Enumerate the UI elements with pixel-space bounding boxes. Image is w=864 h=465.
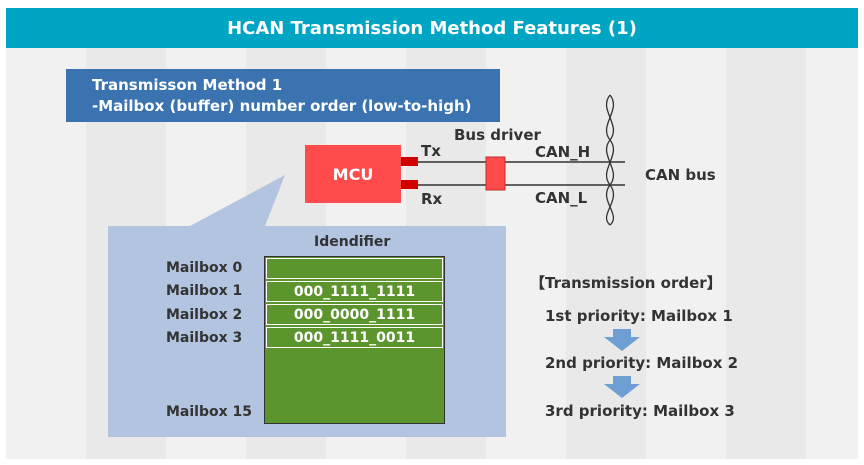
method-line-1: Transmisson Method 1 [92, 76, 283, 94]
can-bus-label: CAN bus [645, 166, 716, 184]
slide-title: HCAN Transmission Method Features (1) [6, 8, 858, 48]
can-h-label: CAN_H [535, 143, 591, 161]
down-arrow-icon [604, 376, 640, 398]
order-item: 1st priority: Mailbox 1 [545, 307, 733, 325]
mailbox-label: Mailbox 2 [166, 307, 243, 323]
identifier-cell: 000_0000_1111 [266, 304, 443, 325]
identifier-column [264, 256, 445, 424]
mailbox-label: Mailbox 3 [166, 330, 243, 346]
mcu-block: MCU [305, 145, 401, 203]
rx-label: Rx [421, 190, 443, 208]
identifier-header: Idendifier [314, 234, 391, 250]
can-l-label: CAN_L [535, 189, 588, 207]
mailbox-label: Mailbox 15 [166, 404, 253, 420]
order-title: 【Transmission order】 [530, 274, 722, 292]
identifier-cell: 000_1111_1111 [266, 281, 443, 302]
method-box: Transmisson Method 1 -Mailbox (buffer) n… [66, 69, 500, 122]
identifier-cell [266, 258, 443, 279]
order-item: 2nd priority: Mailbox 2 [545, 354, 739, 372]
tx-pin [401, 157, 418, 166]
tx-label: Tx [421, 142, 441, 160]
identifier-cell: 000_1111_0011 [266, 327, 443, 348]
down-arrow-icon [604, 329, 640, 351]
order-item: 3rd priority: Mailbox 3 [545, 402, 735, 420]
mailbox-label: Mailbox 1 [166, 283, 243, 299]
mailbox-label: Mailbox 0 [166, 260, 243, 276]
method-line-2: -Mailbox (buffer) number order (low-to-h… [92, 97, 472, 115]
rx-pin [401, 180, 418, 189]
bus-driver-label: Bus driver [454, 126, 541, 144]
